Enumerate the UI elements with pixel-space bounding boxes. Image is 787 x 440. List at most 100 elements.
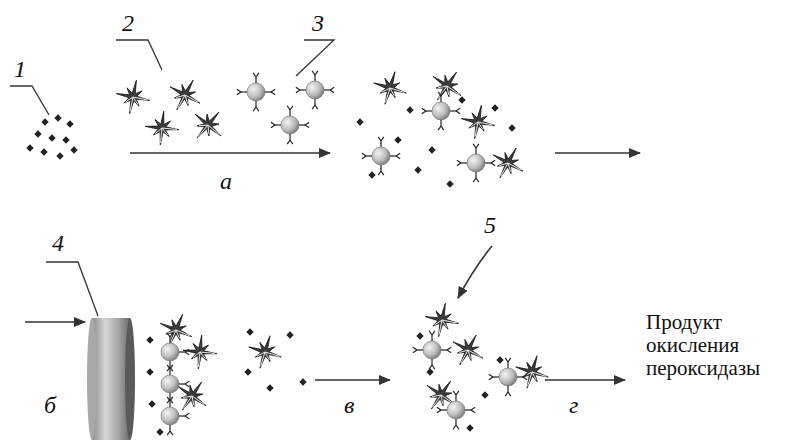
antibody-arm [505,392,508,396]
antibody-stem [440,120,441,126]
antibody-stem [179,383,185,384]
leader-line [296,40,334,76]
antigen-star [453,335,483,365]
antigen-star [425,303,458,336]
star-highlight [390,88,394,96]
antibody-arm [413,347,417,350]
star-highlight [432,395,441,397]
analyte-diamond [414,166,421,173]
star-highlight [168,330,176,333]
antibody-stem [441,409,447,410]
conjugate-sphere [372,147,390,165]
callout-label: а [220,168,232,194]
star-highlight [470,122,478,127]
antibody-stem [426,110,432,111]
antibody-arm [185,381,189,384]
star-highlight [434,320,442,325]
conjugate-sphere [467,154,485,172]
antibody-arm [315,71,318,75]
star-highlight [438,86,447,88]
antibody-arm [471,407,475,410]
antibody-arm [523,374,527,377]
antibody-stem [169,369,170,375]
antibody-arm [253,73,256,77]
analyte-diamond [40,148,47,155]
analyte-diamond [368,171,375,178]
analyte-diamond [244,368,251,375]
antibody-stem [485,162,491,163]
star-highlight [499,163,508,166]
antibody-arm [290,140,293,144]
antibody-arm [437,410,441,413]
antibody-arm [396,153,400,156]
antibody-stem [275,124,281,125]
process-arrow [555,152,640,153]
conjugate-sphere [161,343,179,361]
leader-line [10,86,49,115]
antibody-arm [438,92,441,96]
antigen-star [249,336,281,368]
analyte-diamond [146,368,153,375]
antibody-arm [489,374,493,377]
antibody-arm [378,171,381,175]
antibody-stem [465,409,471,410]
disc-face [125,318,135,440]
conjugate-sphere [447,401,465,419]
antibody-arm [290,106,293,110]
star-highlight [257,352,265,356]
star-highlight [478,122,483,130]
analyte-diamond [299,378,306,385]
antibody-stem [493,376,499,377]
star-highlight [199,125,208,127]
illustration-group [10,40,640,440]
analyte-diamond [428,146,435,153]
analyte-diamond [466,424,473,431]
antibody-stem [440,96,441,102]
analyte-diamond [48,134,55,141]
process-arrow [315,379,390,380]
antibody-arm [432,331,435,335]
star-highlight [441,395,443,404]
star-highlight [433,395,441,407]
analyte-diamond [56,152,63,159]
antibody-arm [237,92,241,95]
process-arrow [25,321,85,322]
star-highlight [200,352,206,359]
antibody-arm [167,431,170,435]
antigen-star [183,335,217,369]
antibody-arm [170,397,173,401]
antibody-stem [300,89,306,90]
analyte-diamond [41,118,48,125]
antibody-stem [314,75,315,81]
antibody-arm [271,89,275,92]
antibody-stem [169,393,170,399]
analyte-diamond [508,124,515,131]
antibody-arm [287,106,290,110]
analyte-diamond [356,118,363,125]
antibody-stem [241,91,247,92]
antibody-arm [457,163,461,166]
antibody-arm [457,160,461,163]
analyte-diamond [416,332,423,339]
antibody-arm [413,350,417,353]
antibody-arm [438,126,441,130]
star-highlight [198,125,208,136]
star-highlight [468,350,471,359]
antibody-stem [299,124,305,125]
star-highlight [185,95,188,104]
antibody-arm [170,365,173,369]
antibody-arm [185,413,189,416]
antigen-star [145,111,179,145]
star-highlight [265,352,269,360]
conjugate-sphere [423,341,441,359]
antibody-arm [330,87,334,90]
star-highlight [442,320,447,328]
analyte-diamond [26,144,33,151]
antibody-arm [422,111,426,114]
antibody-arm [287,140,290,144]
antibody-arm [437,407,441,410]
star-highlight [200,352,215,353]
antibody-arm [305,122,309,125]
antibody-arm [447,350,451,353]
analyte-diamond [491,104,498,111]
